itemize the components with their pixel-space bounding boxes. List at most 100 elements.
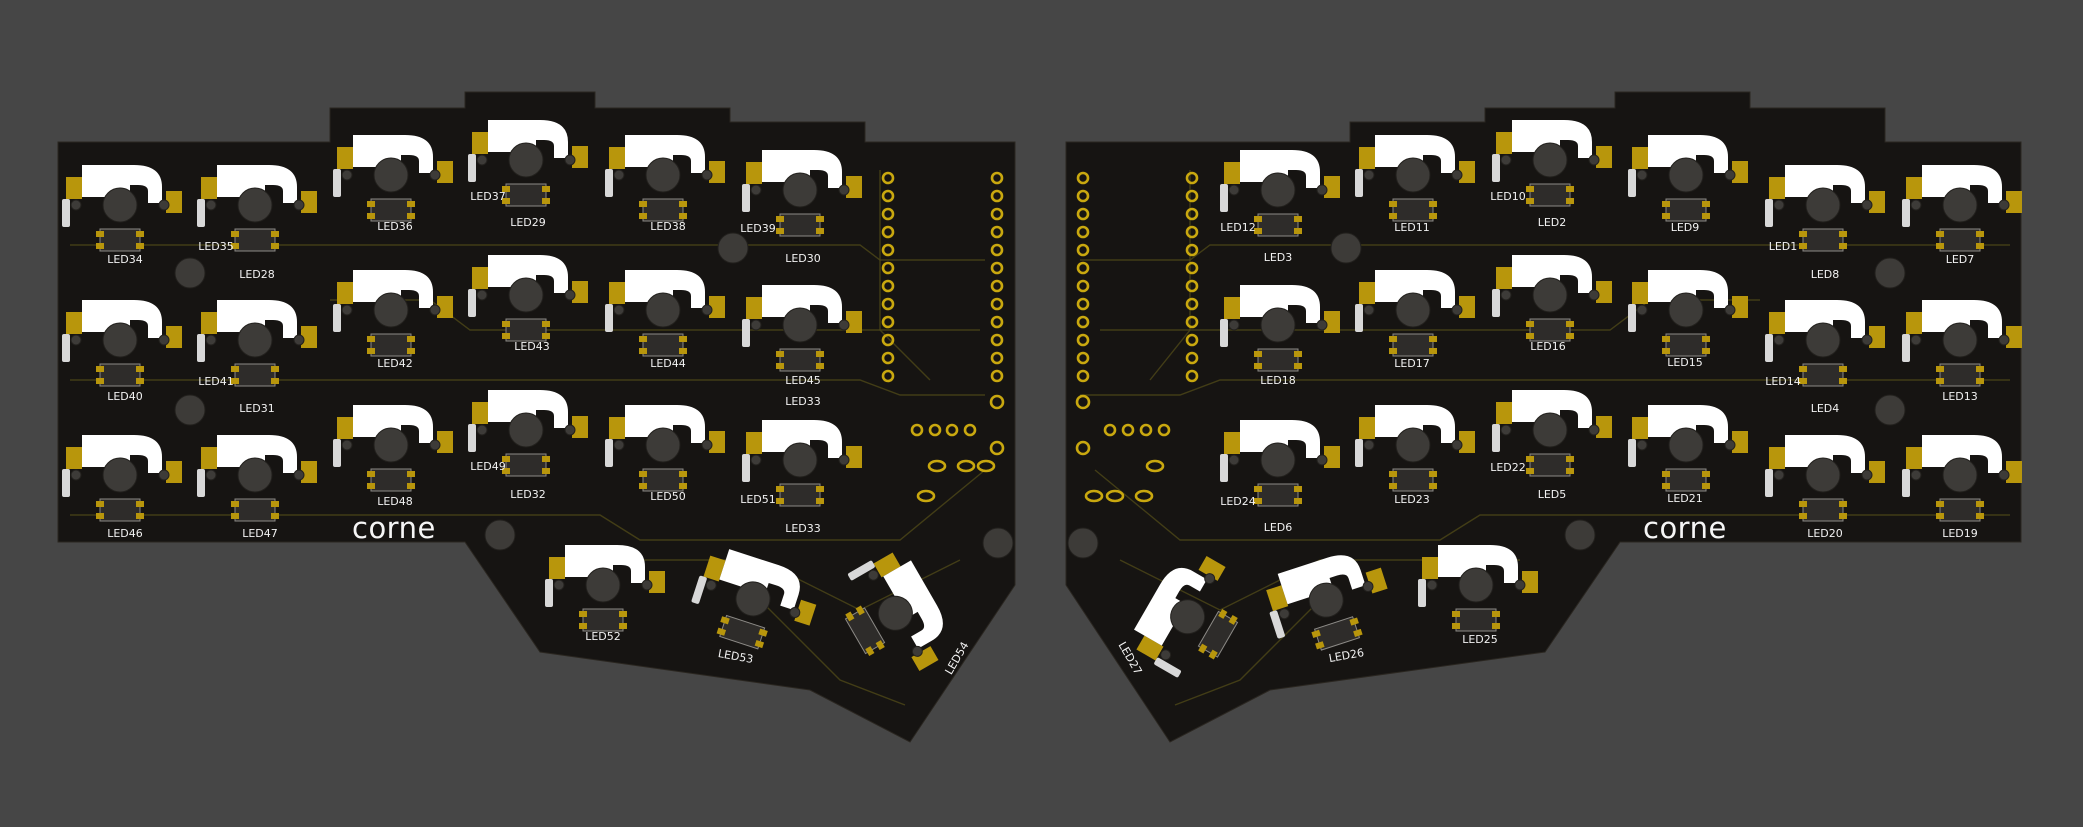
led-pad: [639, 213, 647, 219]
led-pad: [1662, 348, 1670, 354]
switch-hole: [373, 292, 409, 328]
solder-pad: [846, 446, 862, 468]
key-switch-footprint: [844, 552, 943, 671]
led-pad: [1492, 611, 1500, 617]
solder-pad: [166, 461, 182, 483]
trrs-pin: [1121, 423, 1135, 437]
led-label: LED40: [107, 390, 143, 403]
pin-hole: [1160, 649, 1172, 661]
led-pad: [1389, 348, 1397, 354]
solder-pad: [337, 147, 353, 169]
header-pin: [881, 297, 895, 311]
key-switch-footprint: [605, 270, 725, 357]
led-pad: [542, 456, 550, 462]
led-pad: [1702, 483, 1710, 489]
solder-pad: [201, 447, 217, 469]
switch-hole: [508, 142, 544, 178]
key-switch-footprint: [1902, 435, 2022, 522]
led-pad: [231, 501, 239, 507]
pin-hole: [476, 424, 488, 436]
pin-hole: [1773, 199, 1785, 211]
switch-hole: [102, 457, 138, 493]
led-pad: [816, 498, 824, 504]
led-package: [1529, 453, 1571, 477]
pin-hole: [564, 424, 576, 436]
solder-pad: [1496, 402, 1512, 424]
led-pad: [1315, 641, 1325, 650]
led-pad: [1429, 471, 1437, 477]
mounting-hole: [174, 257, 206, 289]
led-pad: [1662, 471, 1670, 477]
led-label: LED46: [107, 527, 143, 540]
solder-pad: [2006, 326, 2022, 348]
header-pin: [1076, 171, 1090, 185]
led-pad: [1936, 243, 1944, 249]
led-pad: [1429, 201, 1437, 207]
led-pad: [754, 639, 765, 649]
led-pad: [542, 186, 550, 192]
hotswap-socket: [217, 165, 297, 203]
switch-hole: [1942, 187, 1978, 223]
led-pad: [865, 646, 875, 657]
diode: [1902, 334, 1910, 362]
reset-pad: [956, 459, 976, 473]
hotswap-socket: [353, 135, 433, 173]
pin-hole: [705, 579, 717, 591]
header-pin: [990, 297, 1004, 311]
pin-hole: [1362, 581, 1374, 593]
switch-hole: [1170, 599, 1206, 635]
solder-pad: [1324, 176, 1340, 198]
header-pin: [1185, 207, 1199, 221]
pin-hole: [750, 454, 762, 466]
header-pin: [1185, 369, 1199, 383]
header-pin: [1076, 261, 1090, 275]
switch-hole: [585, 567, 621, 603]
led-label: LED25: [1462, 633, 1498, 646]
pin-hole: [1588, 424, 1600, 436]
header-pin: [881, 369, 895, 383]
key-switch-footprint: [1355, 405, 1475, 492]
pin-hole: [564, 154, 576, 166]
pin-hole: [429, 304, 441, 316]
led-pad: [1526, 456, 1534, 462]
header-pin: [1076, 243, 1090, 257]
led-pad: [1662, 336, 1670, 342]
header-pin: [1076, 207, 1090, 221]
led-label: LED35: [198, 240, 234, 253]
led-pad: [1429, 213, 1437, 219]
pin-hole: [1500, 424, 1512, 436]
switch-hole: [508, 412, 544, 448]
switch-hole: [1532, 142, 1568, 178]
key-switch-footprint: [1355, 270, 1475, 357]
switch-hole: [1260, 442, 1296, 478]
reset-pad: [927, 459, 947, 473]
key-switch-footprint: [62, 300, 182, 387]
diode: [742, 319, 750, 347]
solder-pad: [572, 146, 588, 168]
led-pad: [1254, 351, 1262, 357]
led-package: [370, 468, 412, 492]
led-pad: [1799, 243, 1807, 249]
hotswap-socket: [762, 150, 842, 188]
led-package: [234, 363, 276, 387]
led-pad: [1936, 378, 1944, 384]
pin-hole: [1861, 469, 1873, 481]
pin-hole: [1588, 154, 1600, 166]
pin-hole: [1228, 184, 1240, 196]
led-package: [99, 363, 141, 387]
pin-hole: [838, 184, 850, 196]
key-switch-footprint: [468, 390, 588, 477]
pin-hole: [1363, 439, 1375, 451]
led-pad: [1839, 501, 1847, 507]
led-pad: [367, 201, 375, 207]
copper-trace: [1080, 379, 2010, 396]
header-pin: [1185, 225, 1199, 239]
led-package: [99, 498, 141, 522]
switch-hole: [1532, 277, 1568, 313]
key-switch-footprint: [1220, 150, 1340, 237]
led-label: LED39: [740, 222, 776, 235]
switch-hole: [645, 157, 681, 193]
mounting-hole: [484, 519, 516, 551]
led-pad: [1566, 198, 1574, 204]
